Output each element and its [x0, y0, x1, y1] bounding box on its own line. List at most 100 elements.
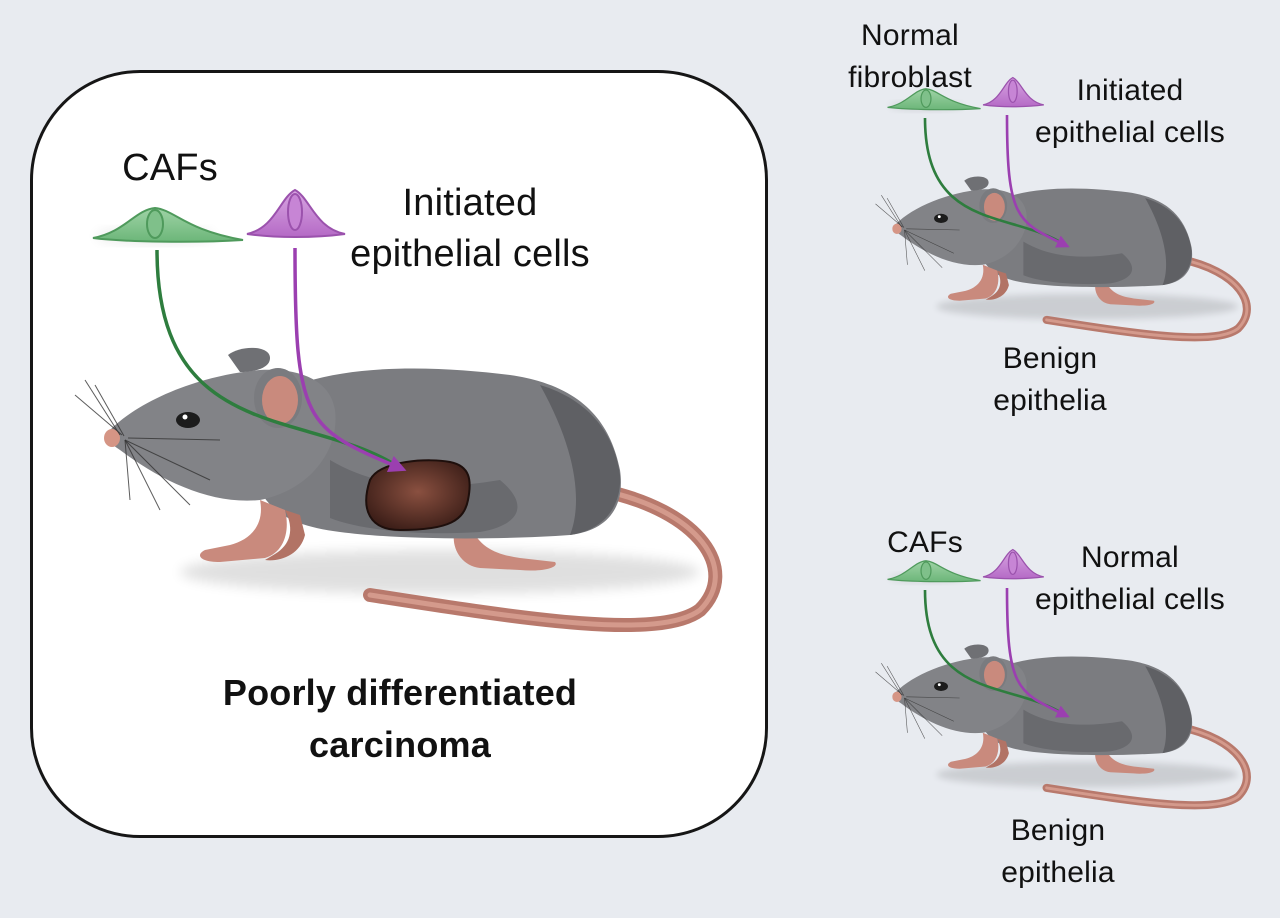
epithelial-cell-group: [982, 76, 1044, 108]
mouse-ear-inner: [983, 192, 1005, 221]
mouse-whisker: [881, 195, 902, 228]
mouse-belly-shade: [1023, 709, 1133, 753]
mouse-eye-glint: [937, 215, 941, 219]
mouse-eye: [934, 681, 948, 692]
epithelial-nucleus: [287, 193, 303, 231]
mouse-eye-glint: [182, 414, 188, 420]
top-fibroblast-label-line1: Normal: [861, 19, 959, 52]
epithelial-arrow: [1005, 587, 1070, 718]
mouse-whisker: [124, 439, 211, 481]
mouse-front-leg-back: [265, 510, 305, 561]
mouse-whisker: [886, 665, 905, 696]
bottom-fibroblast-label: CAFs: [887, 526, 963, 559]
top-right-mouse-scene: [875, 76, 1251, 342]
mouse-ear-back: [964, 644, 989, 659]
mouse-tail-highlight: [1045, 725, 1249, 807]
mouse-icon: [875, 644, 1251, 810]
mouse-nose: [892, 223, 902, 235]
fibroblast-cell-icon: [92, 206, 244, 243]
bottom-outcome-label-line1: Benign: [1010, 814, 1106, 847]
mouse-whisker: [904, 697, 954, 722]
fibroblast-arrow: [155, 249, 401, 470]
mouse-body-shade: [1145, 666, 1192, 754]
epithelial-cell-group: [982, 548, 1044, 580]
main-mouse-scene: [74, 188, 723, 633]
mouse-whisker: [94, 384, 125, 437]
mouse-shadow: [936, 761, 1238, 788]
epithelial-arrow: [1005, 114, 1070, 248]
cells-group: [887, 548, 1044, 584]
main-epithelial-label-line2: epithelial cells: [350, 233, 590, 275]
mouse-nose: [104, 429, 120, 447]
mouse-icon: [74, 347, 723, 633]
mouse-whisker: [875, 671, 903, 696]
mouse-tail-highlight: [1045, 257, 1249, 339]
mouse-icon: [875, 176, 1251, 342]
main-outcome-label-line2: carcinoma: [309, 724, 491, 765]
mouse-whisker: [904, 697, 908, 733]
mouse-whisker: [904, 229, 926, 271]
top-outcome-label-line1: Benign: [1002, 342, 1098, 375]
main-fibroblast-label: CAFs: [122, 147, 218, 189]
mouse-ear-inner: [262, 376, 298, 424]
mouse-whisker: [906, 228, 960, 231]
mouse-belly-shade: [1023, 241, 1133, 285]
bottom-epithelial-label-line2: epithelial cells: [1035, 583, 1225, 616]
bottom-outcome-label-line2: epithelia: [1001, 856, 1115, 889]
bottom-epithelial-label-line1: Normal: [1081, 541, 1179, 574]
mouse-hind-leg: [453, 525, 556, 571]
mouse-whisker: [881, 663, 902, 696]
mouse-shadow: [180, 550, 700, 594]
top-outcome-label-line2: epithelia: [993, 384, 1107, 417]
bottom-right-mouse-scene: [875, 548, 1251, 810]
mouse-whisker: [74, 394, 123, 436]
mouse-front-leg-back: [985, 738, 1009, 768]
mouse-front-leg: [200, 500, 287, 562]
mouse-whisker: [904, 229, 954, 254]
mouse-whisker: [904, 697, 926, 739]
mouse-ear-back: [228, 347, 270, 372]
epithelial-nucleus: [1007, 79, 1018, 104]
epithelial-nucleus: [1007, 551, 1018, 576]
mouse-nose: [892, 691, 902, 703]
mouse-tail-highlight: [367, 487, 718, 628]
main-outcome-label-line1: Poorly differentiated: [222, 672, 578, 713]
mouse-front-leg-back: [985, 270, 1009, 300]
mouse-whisker: [124, 439, 191, 506]
mouse-whisker: [875, 203, 903, 228]
epithelial-arrow: [293, 247, 407, 472]
main-epithelial-label-line1: Initiated: [402, 182, 538, 224]
mouse-front-leg: [948, 264, 999, 301]
mouse-eye: [934, 213, 948, 224]
fibroblast-nucleus: [920, 89, 932, 108]
mouse-whisker: [124, 439, 131, 501]
mouse-whisker: [906, 696, 960, 699]
mouse-whisker: [904, 229, 943, 268]
cells-group: [92, 188, 346, 244]
mouse-front-leg: [948, 732, 999, 769]
fibroblast-cell-icon: [887, 560, 981, 583]
mouse-shadow: [936, 293, 1238, 320]
tumor: [365, 459, 471, 532]
top-epithelial-label-line1: Initiated: [1076, 74, 1184, 107]
mouse-hind-leg: [1095, 279, 1155, 306]
fibroblast-nucleus: [920, 561, 932, 580]
cells-group: [887, 76, 1044, 112]
mouse-ear-back: [964, 176, 989, 191]
top-epithelial-label-line2: epithelial cells: [1035, 116, 1225, 149]
fibroblast-nucleus: [146, 209, 164, 239]
mouse-whisker: [124, 439, 161, 511]
mouse-body-shade: [1145, 198, 1192, 286]
epithelial-cell-group: [246, 188, 346, 238]
mouse-whisker: [84, 379, 121, 436]
mouse-ear-inner: [983, 660, 1005, 689]
mouse-whisker: [127, 437, 221, 441]
top-fibroblast-label-line2: fibroblast: [848, 61, 972, 94]
mouse-eye: [176, 412, 200, 428]
fibroblast-cell-icon: [887, 88, 981, 111]
mouse-whisker: [904, 229, 908, 265]
mouse-whisker: [886, 197, 905, 228]
mouse-body-shade: [540, 385, 621, 535]
